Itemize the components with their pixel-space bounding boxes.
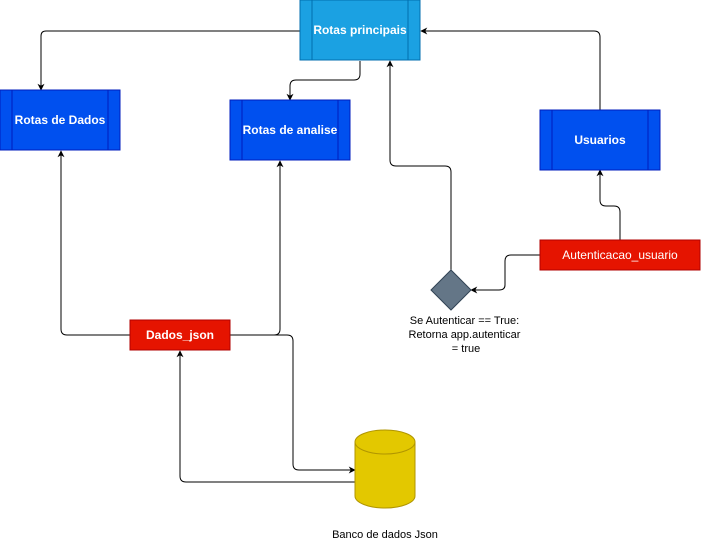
node-decision[interactable] [430,269,472,311]
autenticacao-usuario-label: Autenticacao_usuario [562,248,678,262]
edges [37,27,621,483]
condition-line-1: Se Autenticar == True: [410,315,519,327]
rotas-de-dados-label: Rotas de Dados [15,113,106,127]
condition-label: Se Autenticar == True: Retorna app.auten… [409,315,524,355]
edge-json-to-database [230,334,356,474]
edge-database-to-json [176,350,355,483]
rotas-principais-box [299,0,421,61]
condition-line-2: Retorna app.autenticar [409,329,521,341]
node-usuarios[interactable]: Usuarios [539,109,661,171]
rotas-de-analise-box [229,99,351,161]
node-rotas-principais[interactable]: Rotas principais [299,0,421,61]
node-autenticacao-usuario[interactable]: Autenticacao_usuario [539,239,701,271]
usuarios-box [539,109,661,171]
dados-json-label: Dados_json [146,328,214,342]
autenticacao-usuario-box [539,239,701,271]
database-top [354,429,416,455]
usuarios-label: Usuarios [574,133,626,147]
edge-decision-to-principais [386,60,452,270]
node-dados-json[interactable]: Dados_json [129,319,231,351]
edge-autenticacao-to-usuarios [596,169,621,240]
decision-diamond [430,269,472,311]
rotas-de-dados-box [0,89,121,151]
dados-json-box [129,319,231,351]
node-database[interactable] [354,429,416,509]
edge-json-to-dados [57,150,130,336]
edge-usuarios-to-principais [420,27,601,110]
database-body [354,441,416,509]
edge-autenticacao-to-decision [470,254,540,294]
edge-principais-to-dados [37,30,300,91]
edge-json-to-analise [230,160,284,336]
condition-line-3: = true [452,343,480,355]
database-label: Banco de dados Json [332,529,438,541]
edge-principais-to-analise [286,61,361,101]
rotas-de-analise-label: Rotas de analise [243,123,338,137]
rotas-principais-label: Rotas principais [313,23,407,37]
node-rotas-de-analise[interactable]: Rotas de analise [229,99,351,161]
node-rotas-de-dados[interactable]: Rotas de Dados [0,89,121,151]
